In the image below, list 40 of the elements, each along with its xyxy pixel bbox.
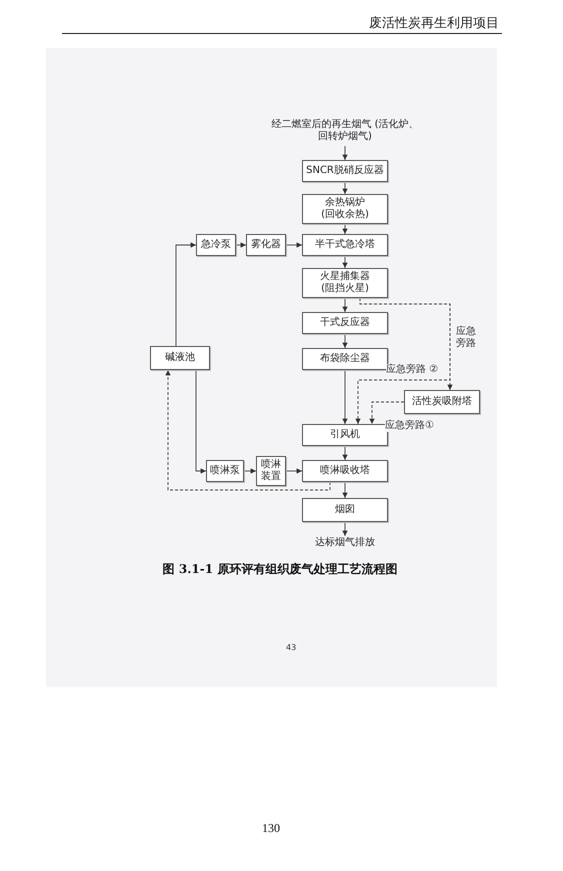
process-box: 喷淋装置 — [256, 456, 286, 486]
arrow — [342, 370, 348, 424]
arrow — [176, 242, 196, 346]
process-box: 碱液池 — [150, 346, 210, 370]
arrow — [342, 224, 348, 234]
process-box: 喷淋泵 — [206, 460, 244, 482]
header-text: 废活性炭再生利用项目 — [369, 15, 499, 33]
arrow — [244, 468, 256, 474]
dashed-arrow — [355, 298, 450, 424]
process-box: 干式反应器 — [302, 312, 388, 334]
arrow — [196, 370, 206, 474]
process-box: 雾化器 — [246, 234, 286, 256]
figure-caption: 图 3.1-1 原环评有组织废气处理工艺流程图 — [162, 561, 398, 578]
arrow — [342, 146, 348, 160]
edge-label: 应急旁路 — [456, 326, 478, 350]
process-box: 急冷泵 — [196, 234, 236, 256]
arrow — [342, 256, 348, 268]
arrow — [286, 242, 302, 248]
arrow — [236, 242, 246, 248]
arrow — [342, 182, 348, 194]
arrow — [342, 446, 348, 460]
arrow — [342, 522, 348, 536]
process-box: 余热锅炉 (回收余热) — [302, 194, 388, 224]
arrow — [342, 298, 348, 312]
process-box: 半干式急冷塔 — [302, 234, 388, 256]
dashed-arrow — [369, 402, 404, 424]
process-box: 喷淋吸收塔 — [302, 460, 388, 482]
arrow — [286, 468, 302, 474]
arrow — [342, 482, 348, 498]
process-box: 布袋除尘器 — [302, 348, 388, 370]
arrow — [342, 334, 348, 348]
process-box: 烟囱 — [302, 498, 388, 522]
process-box: 火星捕集器 (阻挡火星) — [302, 268, 388, 298]
flow-text: 经二燃室后的再生烟气 (活化炉、回转炉烟气) — [250, 116, 440, 146]
page-number: 43 — [286, 642, 296, 654]
page-number: 130 — [262, 820, 280, 837]
dashed-arrow — [165, 370, 330, 490]
flow-text: 达标烟气排放 — [300, 536, 390, 550]
process-box: 活性炭吸附塔 — [404, 390, 480, 414]
process-box: SNCR脱硝反应器 — [302, 160, 388, 182]
